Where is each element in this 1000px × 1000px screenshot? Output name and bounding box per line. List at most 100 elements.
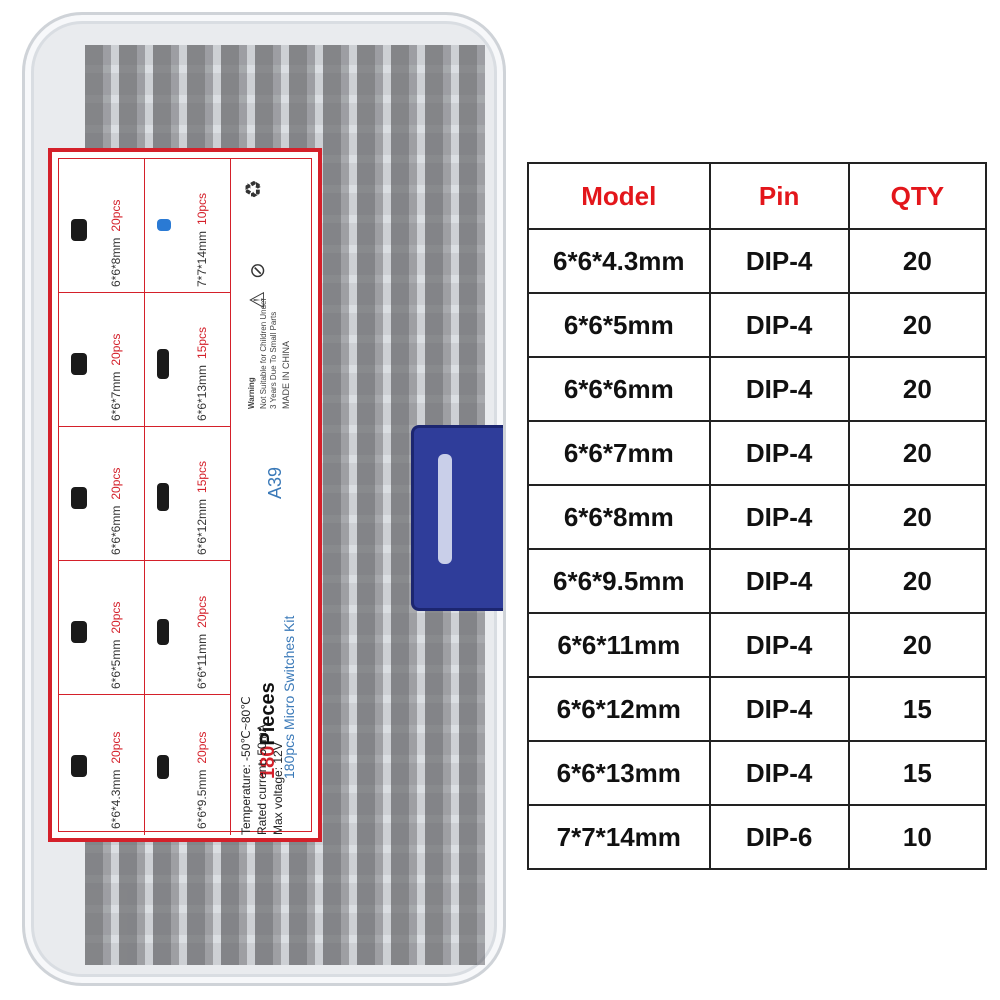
cell-model: 6*6*12mm xyxy=(527,676,711,742)
label-cell: 6*6*5mm 20pcs xyxy=(59,561,145,695)
cell-model: 6*6*4.3mm xyxy=(527,228,711,294)
cell-model: 6*6*6mm xyxy=(527,356,711,422)
label-size: 6*6*5mm xyxy=(109,639,123,689)
cell-model: 6*6*5mm xyxy=(527,292,711,358)
label-qty: 10pcs xyxy=(195,192,209,225)
label-grid: 6*6*8mm20pcs 6*6*7mm20pcs 6*6*6mm20pcs 6… xyxy=(58,158,312,835)
header-qty: QTY xyxy=(847,162,988,230)
label-size: 6*6*11mm xyxy=(195,633,209,689)
cell-qty: 20 xyxy=(847,612,988,678)
cell-pin: DIP-4 xyxy=(708,228,850,294)
warning-word: Warning xyxy=(247,377,256,409)
label-size: 6*6*6mm xyxy=(109,505,123,555)
label-cell: 7*7*14mm 10pcs xyxy=(145,159,231,293)
label-cell-text: 6*6*4.3mm 20pcs xyxy=(109,732,123,829)
label-qty: 20pcs xyxy=(109,199,123,232)
label-size: 6*6*4.3mm xyxy=(109,769,123,829)
spec-current: Rated current: 50mA xyxy=(255,724,269,835)
cell-pin: DIP-4 xyxy=(708,484,850,550)
warning-line1: Not Suitable for Children Under xyxy=(259,297,268,409)
cell-pin: DIP-4 xyxy=(708,420,850,486)
box-latch xyxy=(411,425,503,611)
switch-icon xyxy=(71,621,87,643)
cell-model: 6*6*11mm xyxy=(527,612,711,678)
cell-qty: 20 xyxy=(847,484,988,550)
header-model: Model xyxy=(527,162,711,230)
label-cell: 6*6*9.5mm 20pcs xyxy=(145,695,231,835)
label-qty: 20pcs xyxy=(109,731,123,764)
label-qty: 20pcs xyxy=(109,601,123,634)
spec-temperature: Temperature: -50℃~80℃ xyxy=(239,696,253,835)
cell-model: 6*6*13mm xyxy=(527,740,711,806)
label-cell: 6*6*6mm20pcs xyxy=(59,427,145,561)
cell-qty: 20 xyxy=(847,292,988,358)
label-size: 6*6*8mm xyxy=(109,237,123,287)
label-size: 7*7*14mm xyxy=(195,230,209,287)
cell-qty: 20 xyxy=(847,356,988,422)
label-cell-text: 6*6*5mm 20pcs xyxy=(109,602,123,689)
cell-qty: 15 xyxy=(847,676,988,742)
label-size: 6*6*9.5mm xyxy=(195,769,209,829)
label-size: 6*6*13mm xyxy=(195,364,209,421)
label-qty: 15pcs xyxy=(195,460,209,493)
cell-model: 6*6*9.5mm xyxy=(527,548,711,614)
no-children-icon: ⊘ xyxy=(247,262,269,279)
cell-qty: 20 xyxy=(847,420,988,486)
box-label: 6*6*8mm20pcs 6*6*7mm20pcs 6*6*6mm20pcs 6… xyxy=(48,148,322,842)
label-cell-text: 6*6*9.5mm 20pcs xyxy=(195,732,209,829)
spec-voltage: Max voltage: 12V xyxy=(271,742,285,835)
cell-pin: DIP-4 xyxy=(708,292,850,358)
cell-qty: 20 xyxy=(847,548,988,614)
cell-pin: DIP-4 xyxy=(708,612,850,678)
cell-pin: DIP-4 xyxy=(708,356,850,422)
cell-model: 6*6*8mm xyxy=(527,484,711,550)
recycle-icon: ♻ xyxy=(241,179,266,199)
label-cell-text: 6*6*7mm 20pcs xyxy=(109,334,123,421)
label-qty: 20pcs xyxy=(109,333,123,366)
cell-pin: DIP-6 xyxy=(708,804,850,870)
cell-qty: 15 xyxy=(847,740,988,806)
header-pin: Pin xyxy=(708,162,850,230)
label-qty: 20pcs xyxy=(195,731,209,764)
label-cell: 6*6*12mm15pcs xyxy=(145,427,231,561)
cell-pin: DIP-4 xyxy=(708,548,850,614)
label-cell-text: 6*6*13mm 15pcs xyxy=(195,327,209,421)
cell-qty: 10 xyxy=(847,804,988,870)
product-photo: 6*6*8mm20pcs 6*6*7mm20pcs 6*6*6mm20pcs 6… xyxy=(22,12,506,986)
model-code: A39 xyxy=(265,466,285,499)
cell-model: 7*7*14mm xyxy=(527,804,711,870)
switch-icon xyxy=(71,487,87,509)
label-cell: 6*6*7mm 20pcs xyxy=(59,293,145,427)
warning-line2: 3 Years Due To Small Parts xyxy=(269,311,278,409)
switch-icon xyxy=(71,219,87,241)
label-size: 6*6*7mm xyxy=(109,371,123,421)
table-header-row: Model Pin QTY xyxy=(527,162,988,230)
switch-icon xyxy=(157,755,169,779)
label-cell-text: 6*6*6mm20pcs xyxy=(109,468,123,555)
table-header: Model Pin QTY xyxy=(527,162,988,230)
label-cell: 6*6*11mm 20pcs xyxy=(145,561,231,695)
switch-icon xyxy=(157,219,171,231)
label-qty: 15pcs xyxy=(195,326,209,359)
switch-icon xyxy=(157,619,169,645)
cell-pin: DIP-4 xyxy=(708,740,850,806)
made-in-text: MADE IN CHINA xyxy=(281,340,291,409)
switch-icon xyxy=(71,755,87,777)
label-cell: 6*6*4.3mm 20pcs xyxy=(59,695,145,835)
label-cell-text: 6*6*11mm 20pcs xyxy=(195,596,209,689)
switch-icon xyxy=(71,353,87,375)
cell-qty: 20 xyxy=(847,228,988,294)
label-qty: 20pcs xyxy=(195,595,209,628)
label-cell-text: 6*6*8mm 20pcs xyxy=(109,200,123,287)
